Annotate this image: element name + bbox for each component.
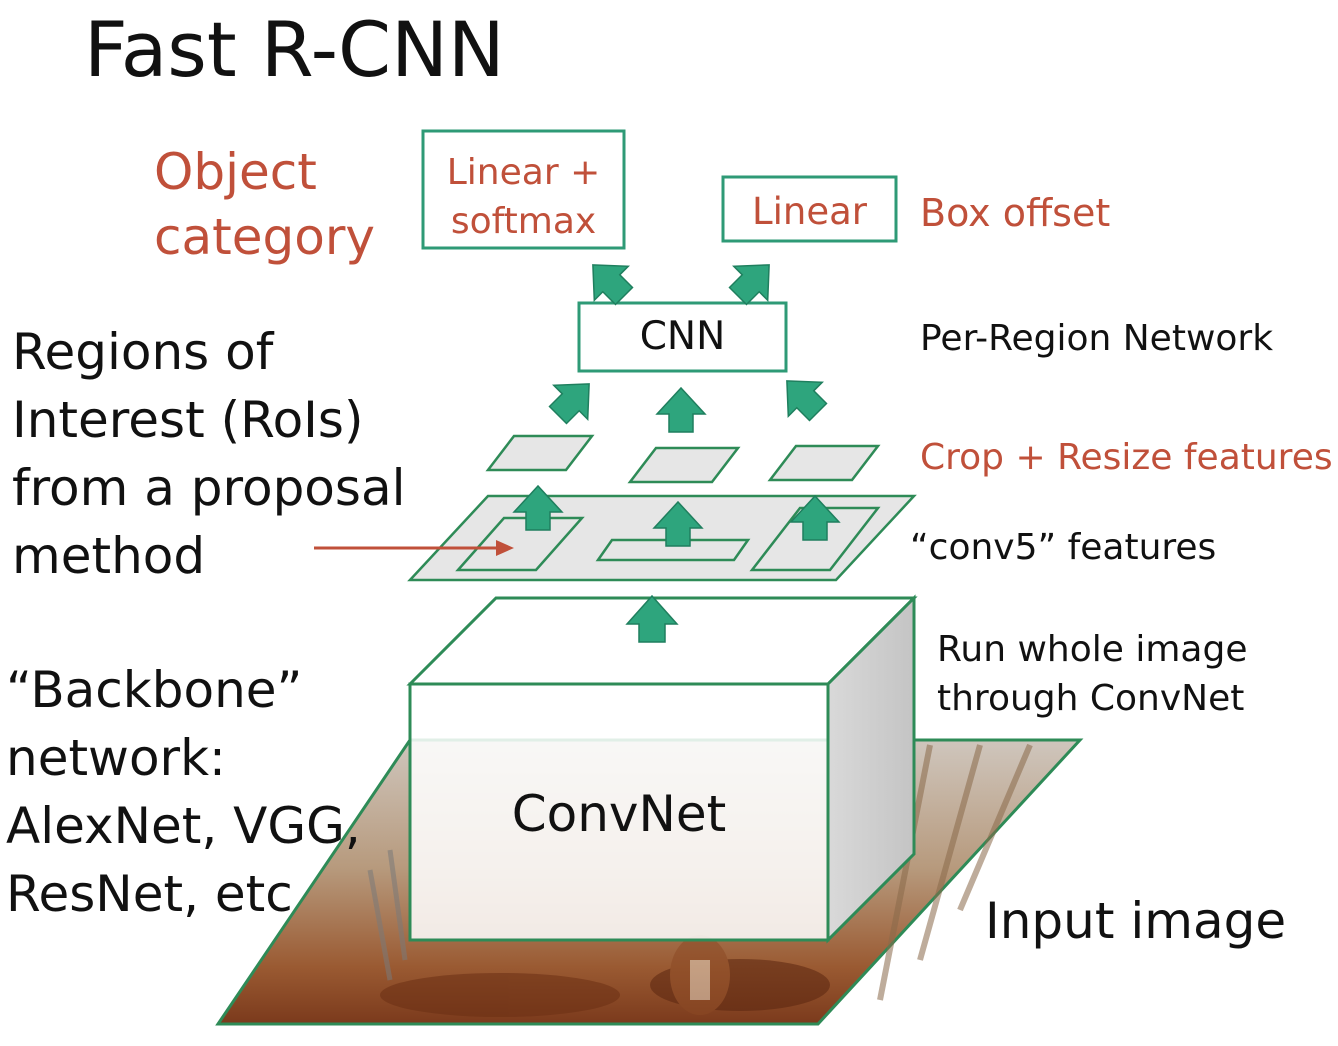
roi-pointer-arrow	[314, 540, 514, 556]
rois-line-3: from a proposal	[12, 459, 406, 517]
crop-feature-middle	[627, 446, 741, 484]
rois-line-4: method	[12, 527, 206, 585]
crop-feature-right	[767, 444, 881, 482]
conv5-feature-plane	[407, 494, 917, 582]
linear-softmax-label: Linear + softmax	[423, 148, 624, 247]
run-whole-image-line-1: Run whole image	[937, 629, 1248, 670]
convnet-label: ConvNet	[511, 785, 727, 843]
linear-softmax-box	[421, 129, 626, 250]
input-image-label: Input image	[985, 892, 1287, 950]
conv5-features-label: “conv5” features	[910, 527, 1217, 568]
crop-resize-label: Crop + Resize features	[920, 437, 1333, 478]
linear-box	[721, 175, 898, 243]
rois-line-1: Regions of	[12, 323, 274, 381]
backbone-line-1: “Backbone”	[6, 661, 303, 719]
box-offset-label: Box offset	[920, 191, 1111, 235]
up-arrow-icon	[512, 484, 564, 531]
cnn-box	[577, 301, 788, 373]
run-whole-image-label: Run whole image through ConvNet	[937, 626, 1247, 724]
up-left-arrow-icon	[786, 380, 828, 422]
linear-softmax-line-2: softmax	[450, 201, 597, 243]
backbone-line-4: ResNet, etc	[6, 865, 293, 923]
up-arrow-icon	[625, 594, 679, 643]
up-left-arrow-icon	[592, 264, 634, 306]
run-whole-image-line-2: through ConvNet	[937, 677, 1245, 719]
linear-softmax-line-1: Linear +	[446, 152, 601, 193]
page-title: Fast R-CNN	[84, 5, 505, 94]
crop-feature-left	[485, 434, 595, 472]
convnet-block	[406, 594, 918, 944]
object-category-line-1: Object	[154, 143, 317, 201]
rois-line-2: Interest (RoIs)	[12, 391, 364, 449]
roi-region-middle	[595, 538, 751, 562]
object-category-line-2: category	[154, 208, 375, 266]
up-arrow-icon	[655, 386, 707, 433]
per-region-network-label: Per-Region Network	[920, 318, 1274, 359]
up-right-arrow-icon	[548, 383, 590, 425]
up-arrow-icon	[789, 494, 841, 541]
rois-label: Regions of Interest (RoIs) from a propos…	[12, 318, 405, 590]
cnn-label: CNN	[639, 314, 726, 359]
linear-label: Linear	[752, 190, 867, 233]
up-right-arrow-icon	[728, 264, 770, 306]
backbone-line-2: network:	[6, 729, 226, 787]
object-category-label: Object category	[154, 140, 375, 270]
backbone-line-3: AlexNet, VGG,	[6, 797, 361, 855]
cropped-features	[485, 434, 881, 484]
up-arrow-icon	[652, 500, 704, 547]
backbone-label: “Backbone” network: AlexNet, VGG, ResNet…	[6, 656, 361, 928]
roi-region-left	[455, 516, 585, 572]
